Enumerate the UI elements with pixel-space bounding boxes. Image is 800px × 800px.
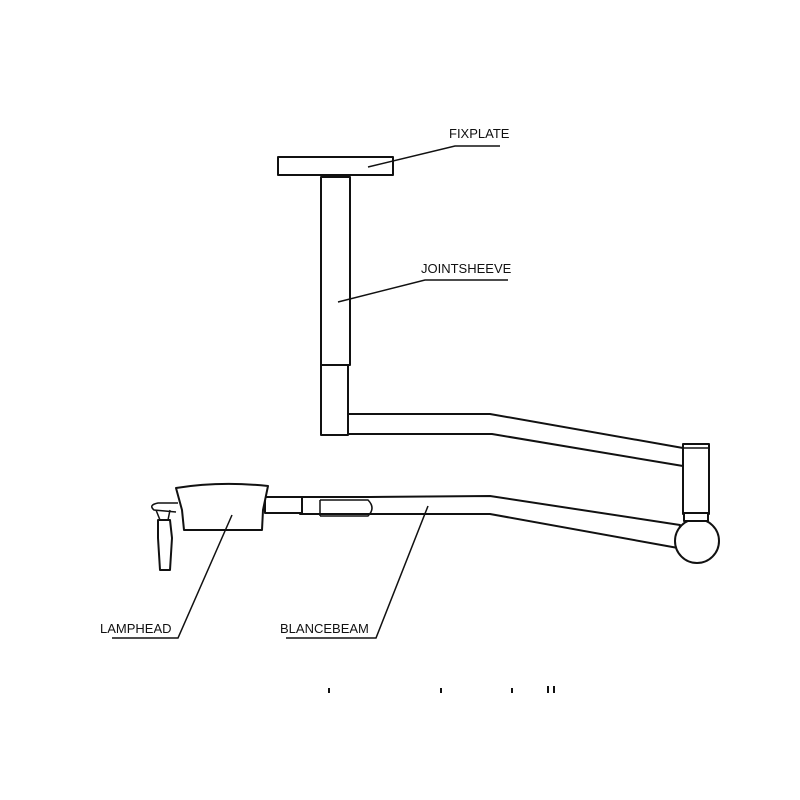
jointsheeve (320, 176, 351, 366)
upper-arm (347, 413, 684, 467)
blancebeam-leader (286, 505, 429, 639)
jointsheeve-label: JOINTSHEEVE (421, 261, 512, 276)
lamphead-label: LAMPHEAD (100, 621, 172, 636)
fixplate-label: FIXPLATE (449, 126, 510, 141)
jointsheeve-leader (337, 279, 508, 303)
handle (157, 519, 173, 571)
ball-joint (674, 518, 720, 564)
handle-connector (151, 502, 178, 513)
beam-sleeve (320, 499, 373, 517)
lamphead (175, 482, 269, 531)
lamphead-leader (112, 514, 233, 639)
cropped-text-remnant (328, 686, 555, 693)
elbow-cylinder (682, 443, 710, 515)
ball-joint-neck (683, 512, 709, 522)
lamphead-neck (264, 496, 303, 514)
blancebeam-label: BLANCEBEAM (280, 621, 369, 636)
blancebeam (299, 495, 681, 549)
fixplate (277, 156, 394, 176)
jointsheeve-lower (320, 364, 349, 436)
fixplate-leader (367, 145, 500, 168)
